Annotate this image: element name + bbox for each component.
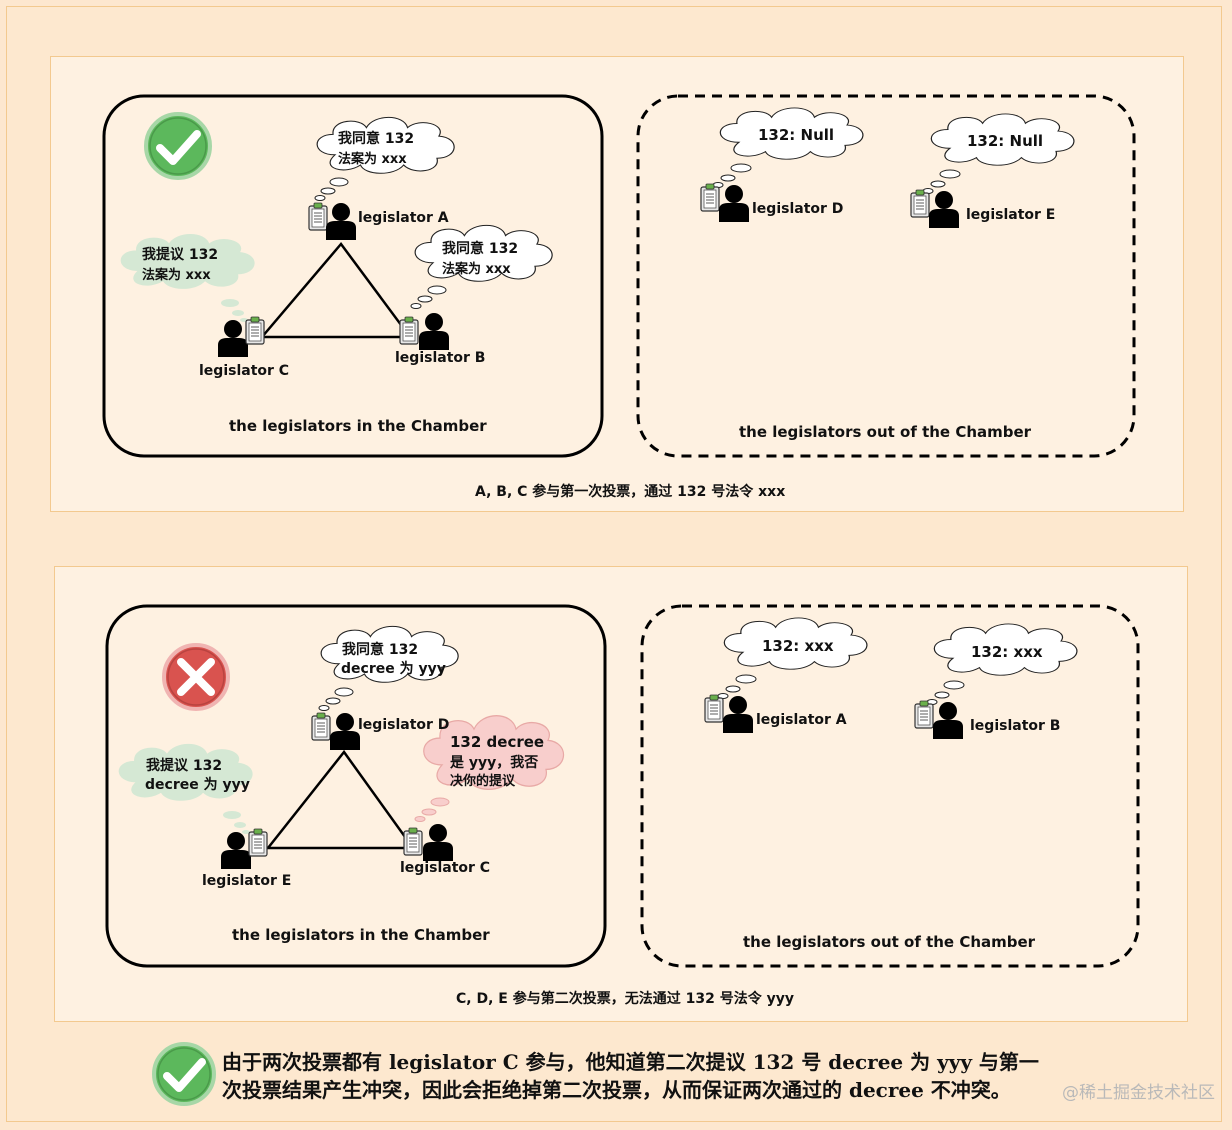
chamber-box-2 xyxy=(105,604,607,968)
thought-bubble-a-2 xyxy=(717,617,868,699)
connection-triangle-2 xyxy=(265,749,416,850)
legislator-e xyxy=(910,189,959,228)
panel1-caption: A, B, C 参与第一次投票，通过 132 号法令 xxx xyxy=(475,484,786,500)
outside-chamber-box xyxy=(636,94,1136,458)
bubble-e-text: 132: Null xyxy=(967,132,1044,150)
bubble-e2-line2: decree 为 yyy xyxy=(145,777,250,793)
chamber-box xyxy=(102,94,604,458)
thought-bubble-e-2 xyxy=(118,743,253,834)
bubble-b2-text: 132: xxx xyxy=(971,643,1043,661)
bubble-d2-line1: 我同意 132 xyxy=(342,642,419,658)
conclusion-text: 由于两次投票都有 legislator C 参与，他知道第二次提议 132 号 … xyxy=(222,1048,1102,1104)
bubble-d2-line2: decree 为 yyy xyxy=(341,661,446,677)
bubble-a-line2: 法案为 xxx xyxy=(338,152,407,167)
connection-triangle xyxy=(259,241,413,339)
legislator-d xyxy=(700,183,749,222)
outside-chamber-box-2 xyxy=(640,604,1140,968)
legislator-c-2 xyxy=(403,824,453,861)
cross-icon xyxy=(162,643,230,711)
bubble-e2-line1: 我提议 132 xyxy=(146,758,223,774)
legislator-b2-label: legislator B xyxy=(970,718,1061,734)
panel2-caption: C, D, E 参与第二次投票，无法通过 132 号法令 yyy xyxy=(456,991,794,1007)
legislator-a-label: legislator A xyxy=(358,210,449,226)
outside-chamber-label: the legislators out of the Chamber xyxy=(739,423,1032,441)
chamber-label-2: the legislators in the Chamber xyxy=(232,926,490,944)
legislator-d-label: legislator D xyxy=(752,201,844,217)
bubble-c2-line3: 决你的提议 xyxy=(450,774,516,789)
legislator-c2-label: legislator C xyxy=(400,860,491,876)
bubble-b-line2: 法案为 xxx xyxy=(442,262,511,277)
thought-bubble-d-2 xyxy=(318,625,459,711)
legislator-b-label: legislator B xyxy=(395,350,486,366)
legislator-a2-label: legislator A xyxy=(756,712,847,728)
legislator-a xyxy=(308,202,356,240)
legislator-a-2 xyxy=(704,694,753,733)
thought-bubble-c-2 xyxy=(414,715,565,822)
legislator-c xyxy=(218,316,265,357)
thought-bubble-a xyxy=(314,116,455,201)
bubble-c-line1: 我提议 132 xyxy=(142,247,219,263)
conclusion-line1: 由于两次投票都有 legislator C 参与，他知道第二次提议 132 号 … xyxy=(222,1050,1039,1074)
legislator-e2-label: legislator E xyxy=(202,873,292,889)
thought-bubble-d xyxy=(712,107,864,188)
thought-bubble-b xyxy=(410,224,553,309)
check-icon xyxy=(144,112,212,180)
legislator-b-2 xyxy=(914,700,963,739)
conclusion-line2: 次投票结果产生冲突，因此会拒绝掉第二次投票，从而保证两次通过的 decree 不… xyxy=(222,1078,1011,1102)
thought-bubble-b-2 xyxy=(926,623,1078,705)
legislator-e-label: legislator E xyxy=(966,207,1056,223)
bubble-b-line1: 我同意 132 xyxy=(442,241,519,257)
legislator-b xyxy=(399,313,449,350)
legislator-c-label: legislator C xyxy=(199,363,290,379)
bubble-d-text: 132: Null xyxy=(758,126,835,144)
outside-chamber-label-2: the legislators out of the Chamber xyxy=(743,933,1036,951)
bubble-a2-text: 132: xxx xyxy=(762,637,834,655)
bubble-c2-line2: 是 yyy，我否 xyxy=(450,755,539,771)
bubble-c2-line1: 132 decree xyxy=(450,733,545,751)
legislator-e-2 xyxy=(221,828,268,869)
thought-bubble-c xyxy=(120,233,255,322)
conclusion-check-icon xyxy=(152,1042,216,1106)
legislator-d-2 xyxy=(311,712,360,750)
bubble-a-line1: 我同意 132 xyxy=(338,131,415,147)
thought-bubble-e xyxy=(922,113,1075,194)
chamber-label: the legislators in the Chamber xyxy=(229,417,487,435)
legislator-d2-label: legislator D xyxy=(358,717,450,733)
watermark: @稀土掘金技术社区 xyxy=(1062,1083,1215,1103)
bubble-c-line2: 法案为 xxx xyxy=(142,268,211,283)
